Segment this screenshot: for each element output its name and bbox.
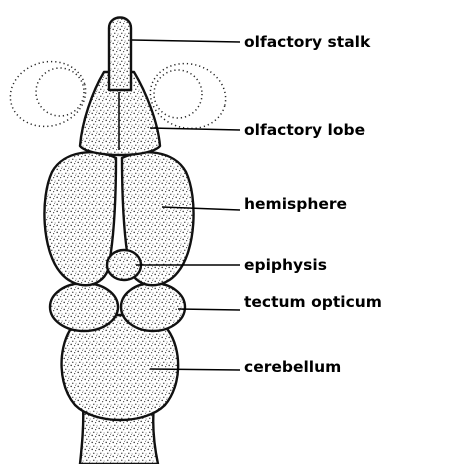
left-eye-inner-outline	[36, 68, 84, 116]
leader-olfactory-lobe	[150, 128, 240, 130]
hemisphere-left	[44, 152, 116, 285]
label-epiphysis: epiphysis	[244, 256, 327, 274]
leader-olfactory-stalk	[132, 40, 240, 42]
tectum-opticum-left	[50, 283, 118, 331]
epiphysis	[107, 250, 141, 280]
label-cerebellum: cerebellum	[244, 358, 341, 376]
leader-tectum-opticum	[178, 309, 240, 310]
leader-cerebellum	[150, 369, 240, 370]
label-olfactory-stalk: olfactory stalk	[244, 33, 371, 51]
label-hemisphere: hemisphere	[244, 195, 347, 213]
label-tectum-opticum: tectum opticum	[244, 293, 382, 311]
olfactory-stalk	[109, 18, 131, 91]
label-olfactory-lobe: olfactory lobe	[244, 121, 365, 139]
left-eye-outline	[3, 53, 93, 134]
right-eye-inner-outline	[154, 70, 202, 118]
tectum-opticum-right	[121, 283, 185, 331]
